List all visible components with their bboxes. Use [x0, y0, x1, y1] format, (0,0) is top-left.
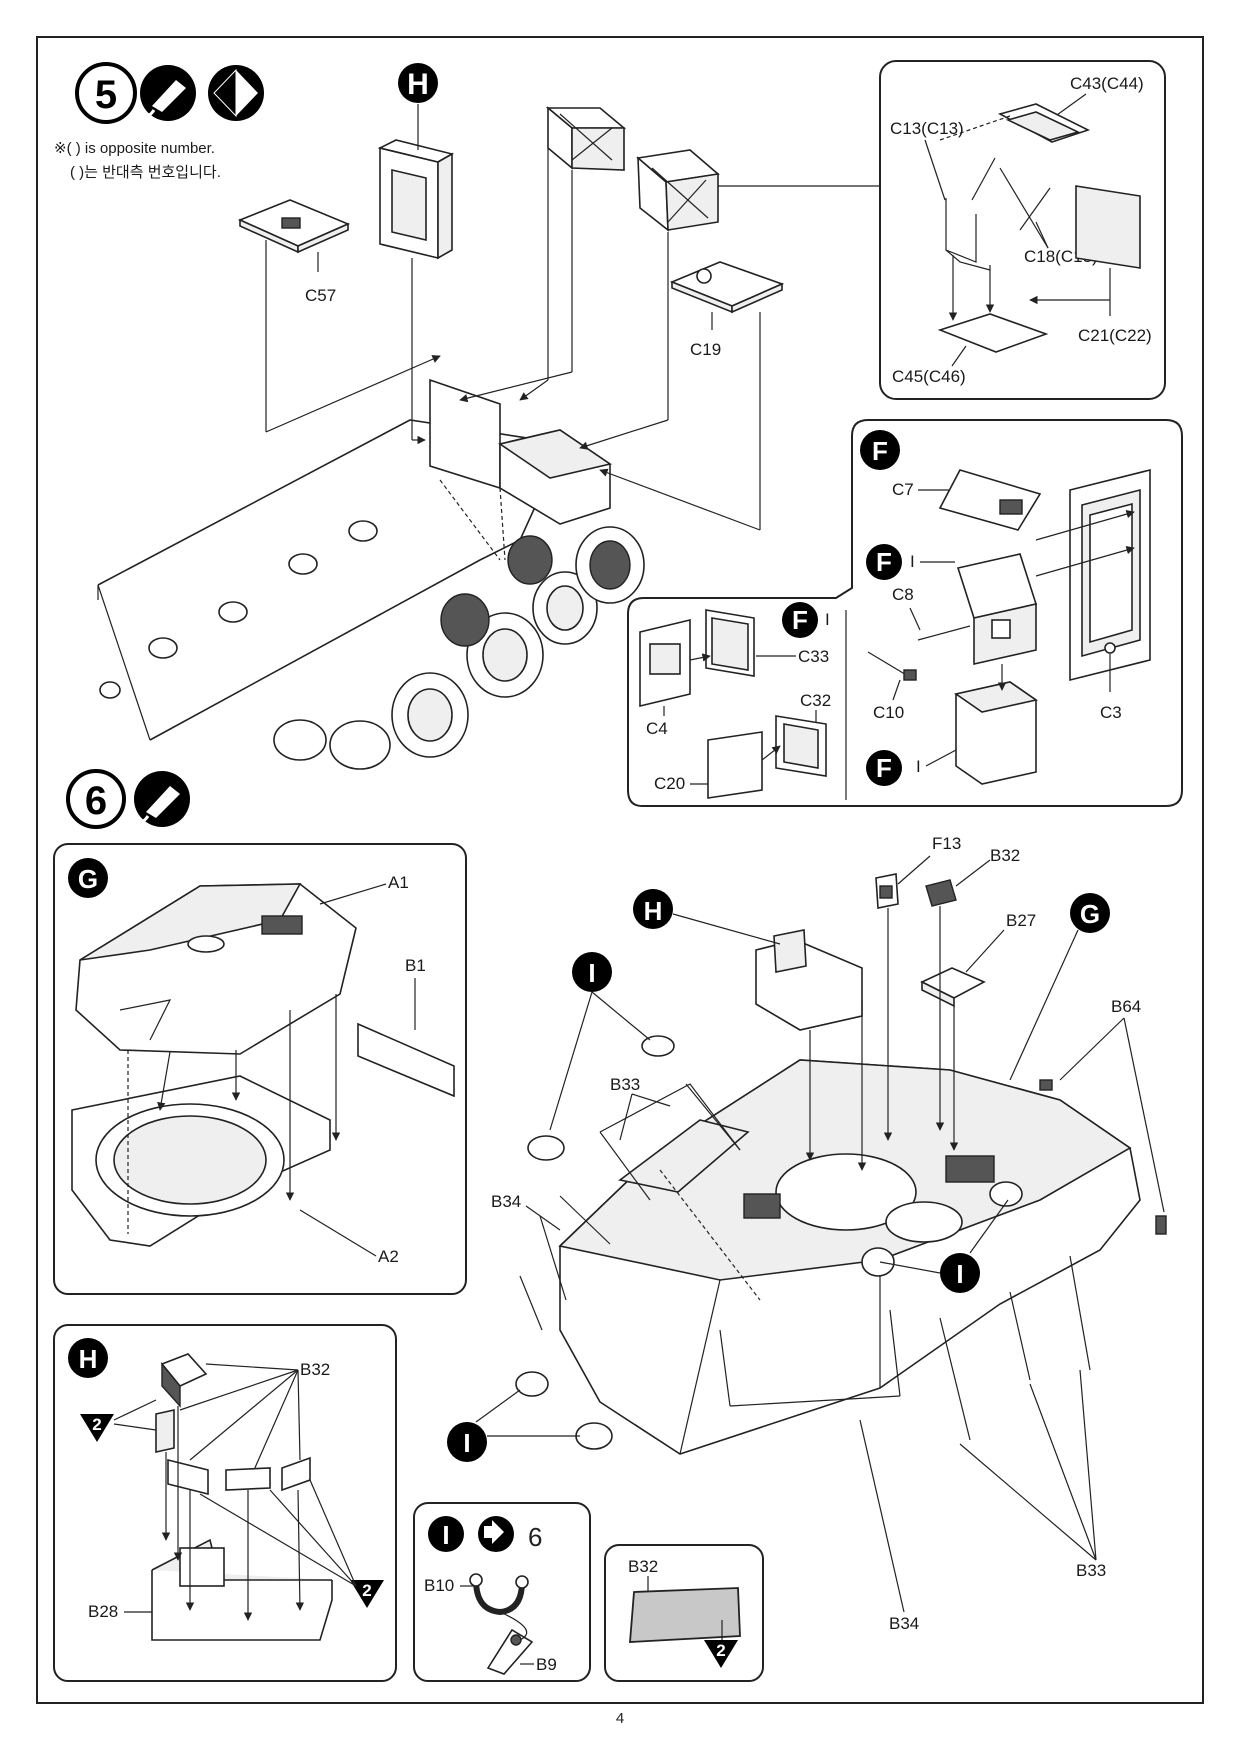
f-i-label-bottom: I	[916, 757, 921, 776]
repeat-icon	[478, 1516, 514, 1552]
hatch-door-part	[377, 104, 455, 260]
opposite-number-note-en: ※( ) is opposite number.	[54, 140, 215, 157]
c57-plate-part: C57	[237, 199, 351, 432]
road-wheels	[273, 526, 645, 770]
svg-text:F: F	[876, 547, 892, 577]
b1-label: B1	[405, 956, 426, 975]
b33-label-left: B33	[610, 1075, 640, 1094]
subassembly-i-panel: I 6 B10 B9	[413, 1502, 591, 1682]
subassembly-f-marker: F	[860, 430, 900, 470]
paint-ref-triangle-1: 2	[80, 1414, 114, 1442]
subassembly-h-marker-top: H	[398, 63, 438, 103]
a1-label: A1	[388, 873, 409, 892]
step6-header: 6	[66, 769, 190, 829]
b32-label-h: B32	[300, 1360, 330, 1379]
glue-icon	[140, 65, 196, 123]
f-i-label-top: I	[910, 552, 915, 571]
svg-text:I: I	[463, 1428, 470, 1458]
subassembly-h-panel: H B32 2 2 B28	[53, 1324, 397, 1682]
b34-label-bottom: B34	[889, 1614, 919, 1633]
symmetry-icon	[208, 65, 264, 121]
c21-label: C21(C22)	[1078, 326, 1152, 345]
step6-number-circle	[66, 769, 126, 829]
paint-ref-triangle-2: 2	[350, 1580, 384, 1608]
c57-label: C57	[305, 286, 336, 305]
c7-label: C7	[892, 480, 914, 499]
svg-text:H: H	[79, 1344, 98, 1374]
main-i-marker-mid: I	[940, 1253, 980, 1293]
subassembly-g-panel: G A1 B1 A2	[53, 843, 467, 1295]
main-i-marker-bottom-left: I	[447, 1422, 487, 1462]
b28-label: B28	[88, 1602, 118, 1621]
svg-text:F: F	[792, 605, 808, 635]
opposite-number-note-ko: ( )는 반대측 번호입니다.	[70, 164, 221, 181]
main-hull-assembly: F13 B32 B27 B64 B33 B34 B33	[447, 834, 1167, 1633]
page-frame	[36, 36, 1204, 1704]
svg-text:H: H	[407, 68, 429, 101]
fi-marker-suffix: I	[825, 610, 830, 629]
b32-label-main: B32	[990, 846, 1020, 865]
c3-label: C3	[1100, 703, 1122, 722]
b34-label-left: B34	[491, 1192, 521, 1211]
subassembly-i-marker: I	[428, 1516, 464, 1552]
svg-text:H: H	[644, 896, 663, 926]
main-i-marker-top: I	[572, 952, 612, 992]
c32-label: C32	[800, 691, 831, 710]
b33-label-right: B33	[1076, 1561, 1106, 1580]
c19-label: C19	[690, 340, 721, 359]
c13-label: C13(C13)	[890, 119, 964, 138]
b64-label-main: B64	[1111, 997, 1141, 1016]
a2-label: A2	[378, 1247, 399, 1266]
b10-label: B10	[424, 1576, 454, 1595]
svg-text:2: 2	[92, 1415, 101, 1434]
b27-label-main: B27	[1006, 911, 1036, 930]
subassembly-f-marker-bottom: F	[866, 750, 902, 786]
svg-text:I: I	[442, 1520, 449, 1550]
c43-label: C43(C44)	[1070, 74, 1144, 93]
step5-number: 5	[95, 73, 117, 117]
glue-icon	[134, 771, 190, 829]
frame-part-1	[545, 106, 627, 171]
c45-label: C45(C46)	[892, 367, 966, 386]
subassembly-h-marker: H	[68, 1338, 108, 1378]
repeat-count: 6	[528, 1522, 542, 1552]
c20-label: C20	[654, 774, 685, 793]
c10-label: C10	[873, 703, 904, 722]
subassembly-f-panel: F C7 F I C8 C10 C3 F	[627, 419, 1183, 807]
b32-paint-panel: B32 2	[604, 1544, 764, 1682]
subassembly-fi-panel: F I C33 C4 C32 C20	[639, 602, 831, 799]
b9-label: B9	[536, 1655, 557, 1674]
svg-text:F: F	[876, 753, 892, 783]
page-number: 4	[616, 1710, 624, 1727]
main-g-marker: G	[1070, 893, 1110, 933]
svg-text:I: I	[956, 1259, 963, 1289]
svg-text:F: F	[872, 436, 888, 466]
svg-text:2: 2	[362, 1581, 371, 1600]
subassembly-c43-panel: C43(C44) C13(C13) C18(C18) C21(C22) C45(…	[879, 60, 1166, 400]
c19-plate-part: C19	[669, 261, 785, 359]
subassembly-f-marker-mid: F	[866, 544, 902, 580]
c33-label: C33	[798, 647, 829, 666]
subassembly-fi-marker: F	[782, 602, 818, 638]
c8-label: C8	[892, 585, 914, 604]
svg-text:G: G	[78, 864, 98, 894]
svg-text:I: I	[588, 958, 595, 988]
f13-label-main: F13	[932, 834, 961, 853]
step5-number-circle	[75, 62, 137, 124]
subassembly-g-marker: G	[68, 858, 108, 898]
c4-label: C4	[646, 719, 668, 738]
paint-ref-triangle-3: 2	[704, 1640, 738, 1668]
svg-text:2: 2	[716, 1641, 725, 1660]
step6-number: 6	[85, 779, 107, 823]
frame-part-2	[636, 149, 880, 232]
hull-side-assembly	[97, 148, 761, 770]
svg-text:G: G	[1080, 899, 1100, 929]
step5-header: 5 ※( ) is opposite number. ( )는 반대측 번호입니…	[54, 62, 264, 181]
b32-label-paint: B32	[628, 1557, 658, 1576]
main-h-marker: H	[633, 889, 673, 929]
